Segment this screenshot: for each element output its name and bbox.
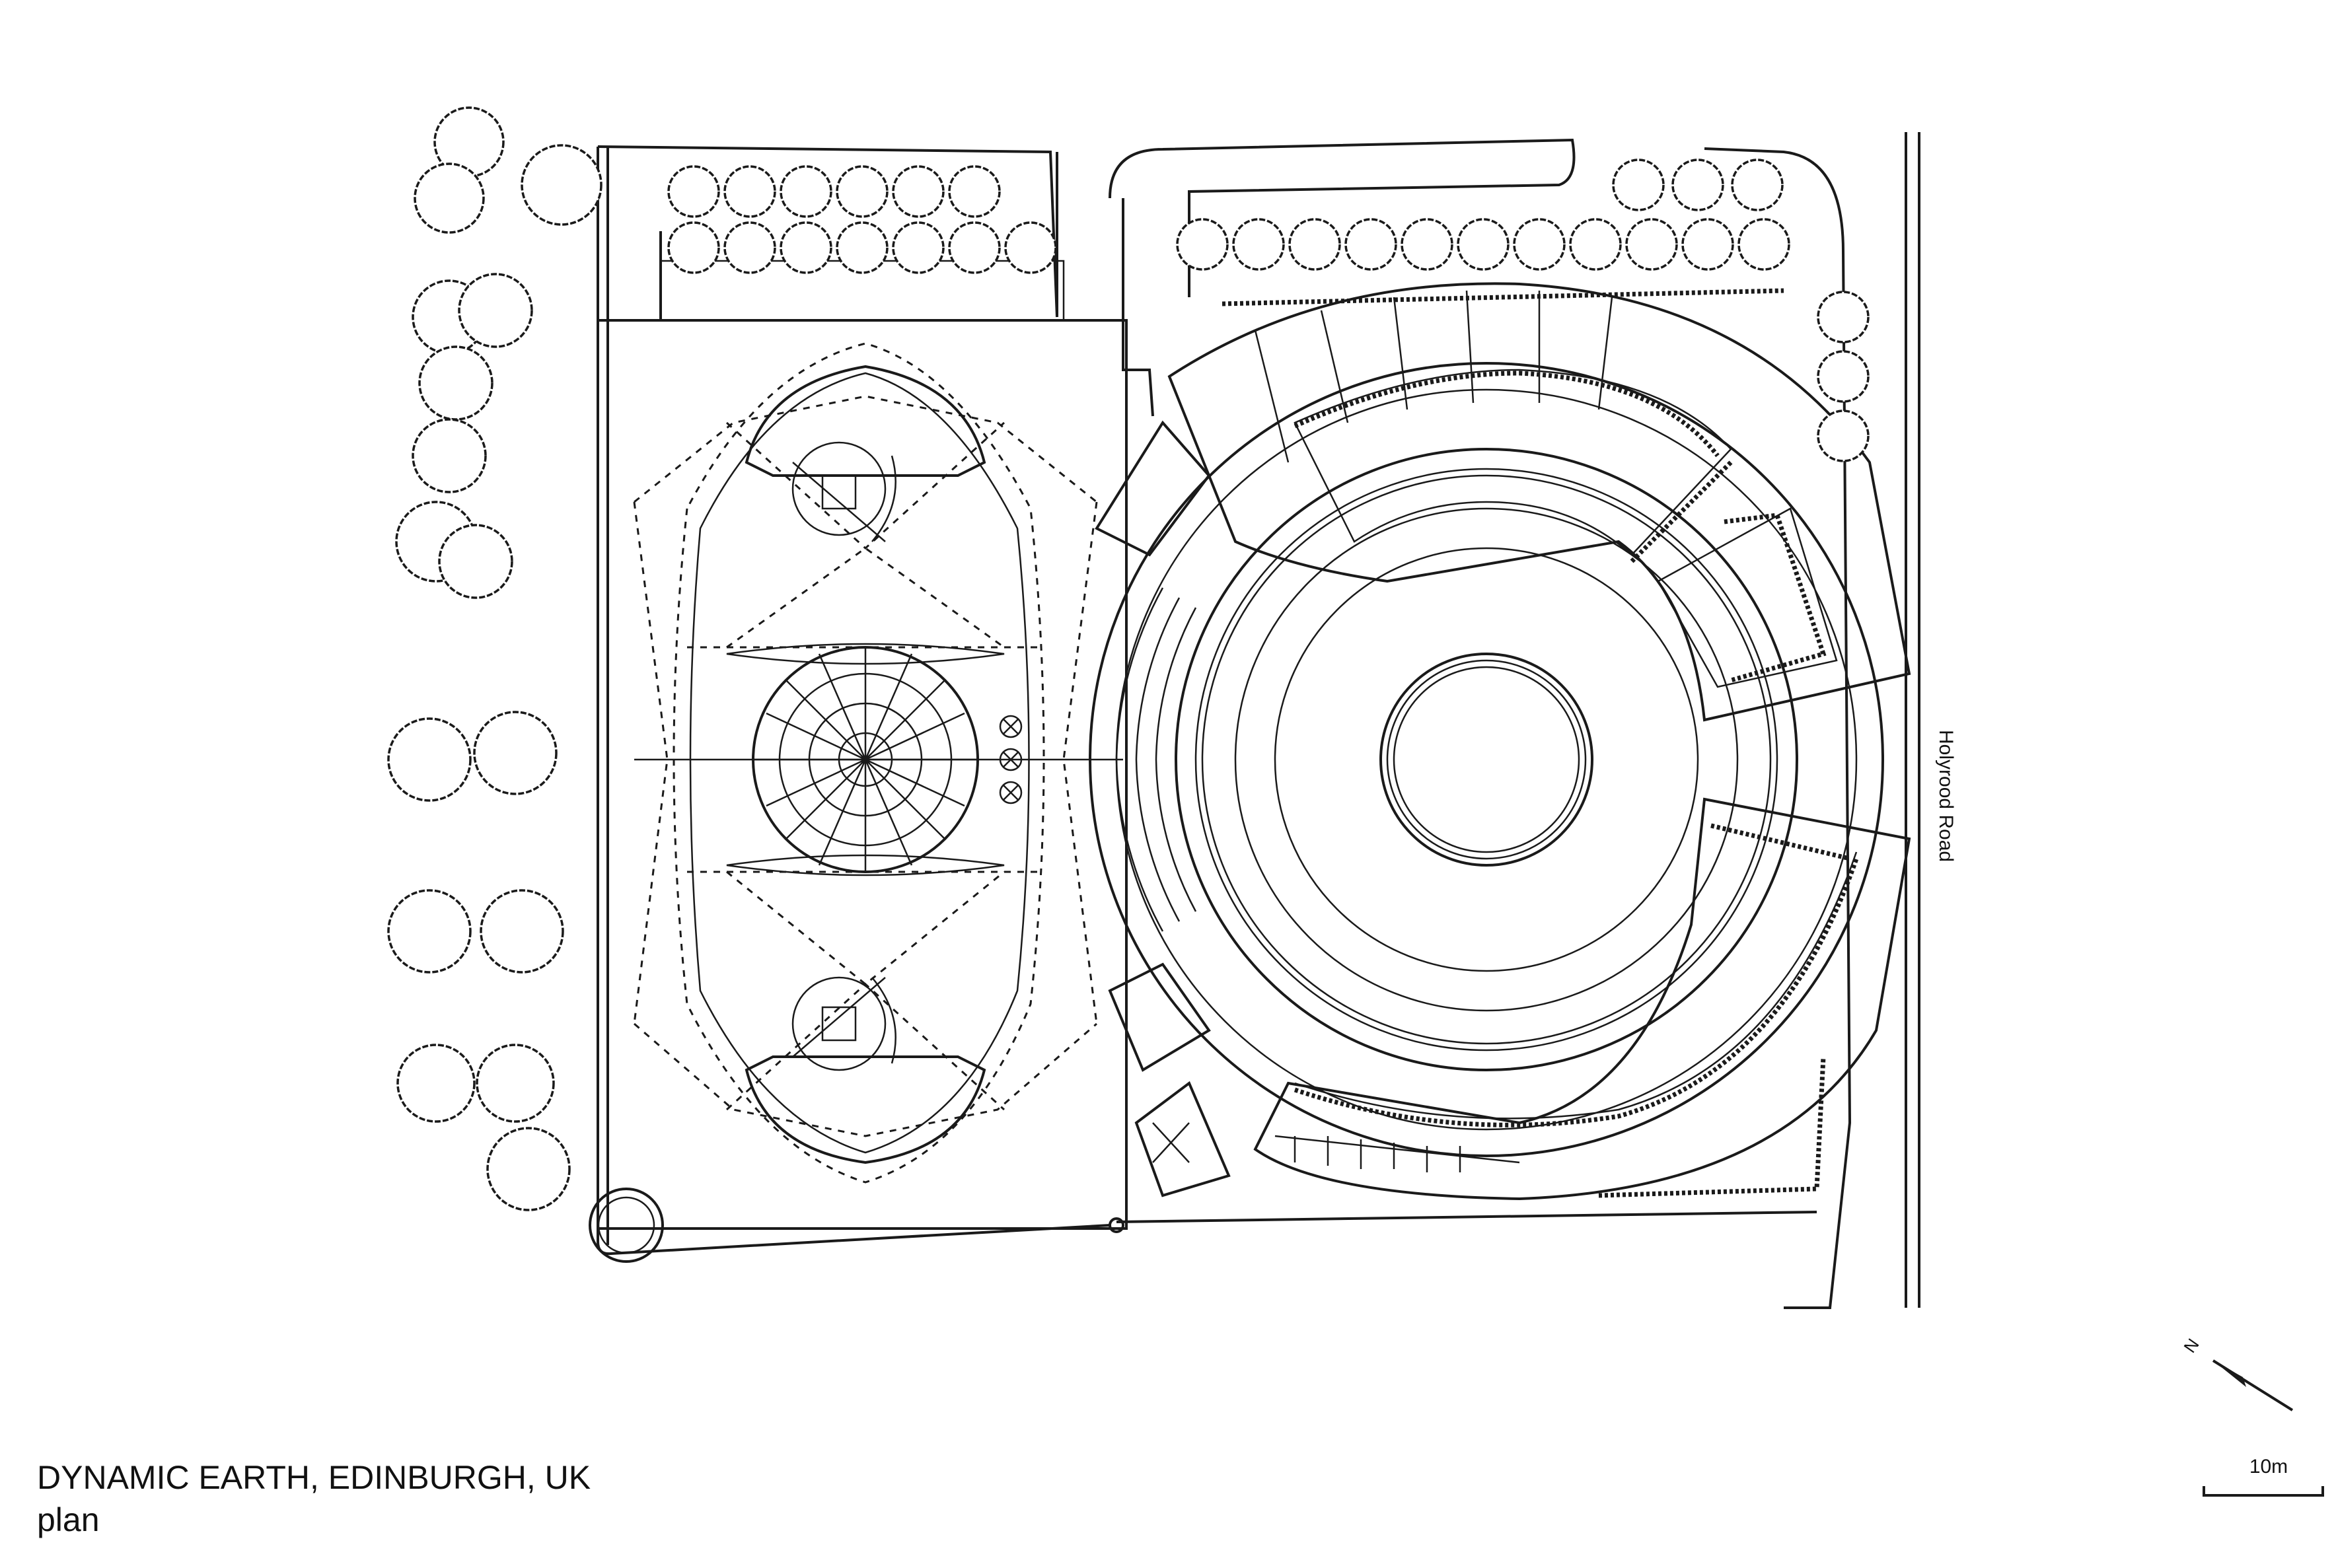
north-arrow-icon: [2212, 1359, 2294, 1411]
scale-bar-icon: [2203, 1486, 2324, 1497]
tent-mast-markers: [999, 715, 1124, 1233]
corner-tower: [589, 1188, 664, 1263]
west-entrance: [1095, 420, 1231, 1197]
scale-bar-label: 10m: [2249, 1456, 2288, 1478]
south-pod: [745, 976, 986, 1164]
tent-pavilion-site: [597, 260, 1128, 1230]
hedge-rows: [1222, 288, 1826, 1198]
globe-dome: [752, 646, 979, 873]
north-pod: [745, 365, 986, 542]
drawing-subtitle: plan: [37, 1501, 100, 1538]
site-boundary: [597, 132, 1920, 1309]
south-wing: [1253, 797, 1911, 1201]
trees: [387, 106, 1870, 1211]
north-wing: [1167, 282, 1911, 722]
amphitheatre-building: [1089, 362, 1884, 1157]
holyrood-road-label: Holyrood Road: [1935, 730, 1957, 863]
drawing-title: DYNAMIC EARTH, EDINBURGH, UK: [37, 1459, 591, 1496]
